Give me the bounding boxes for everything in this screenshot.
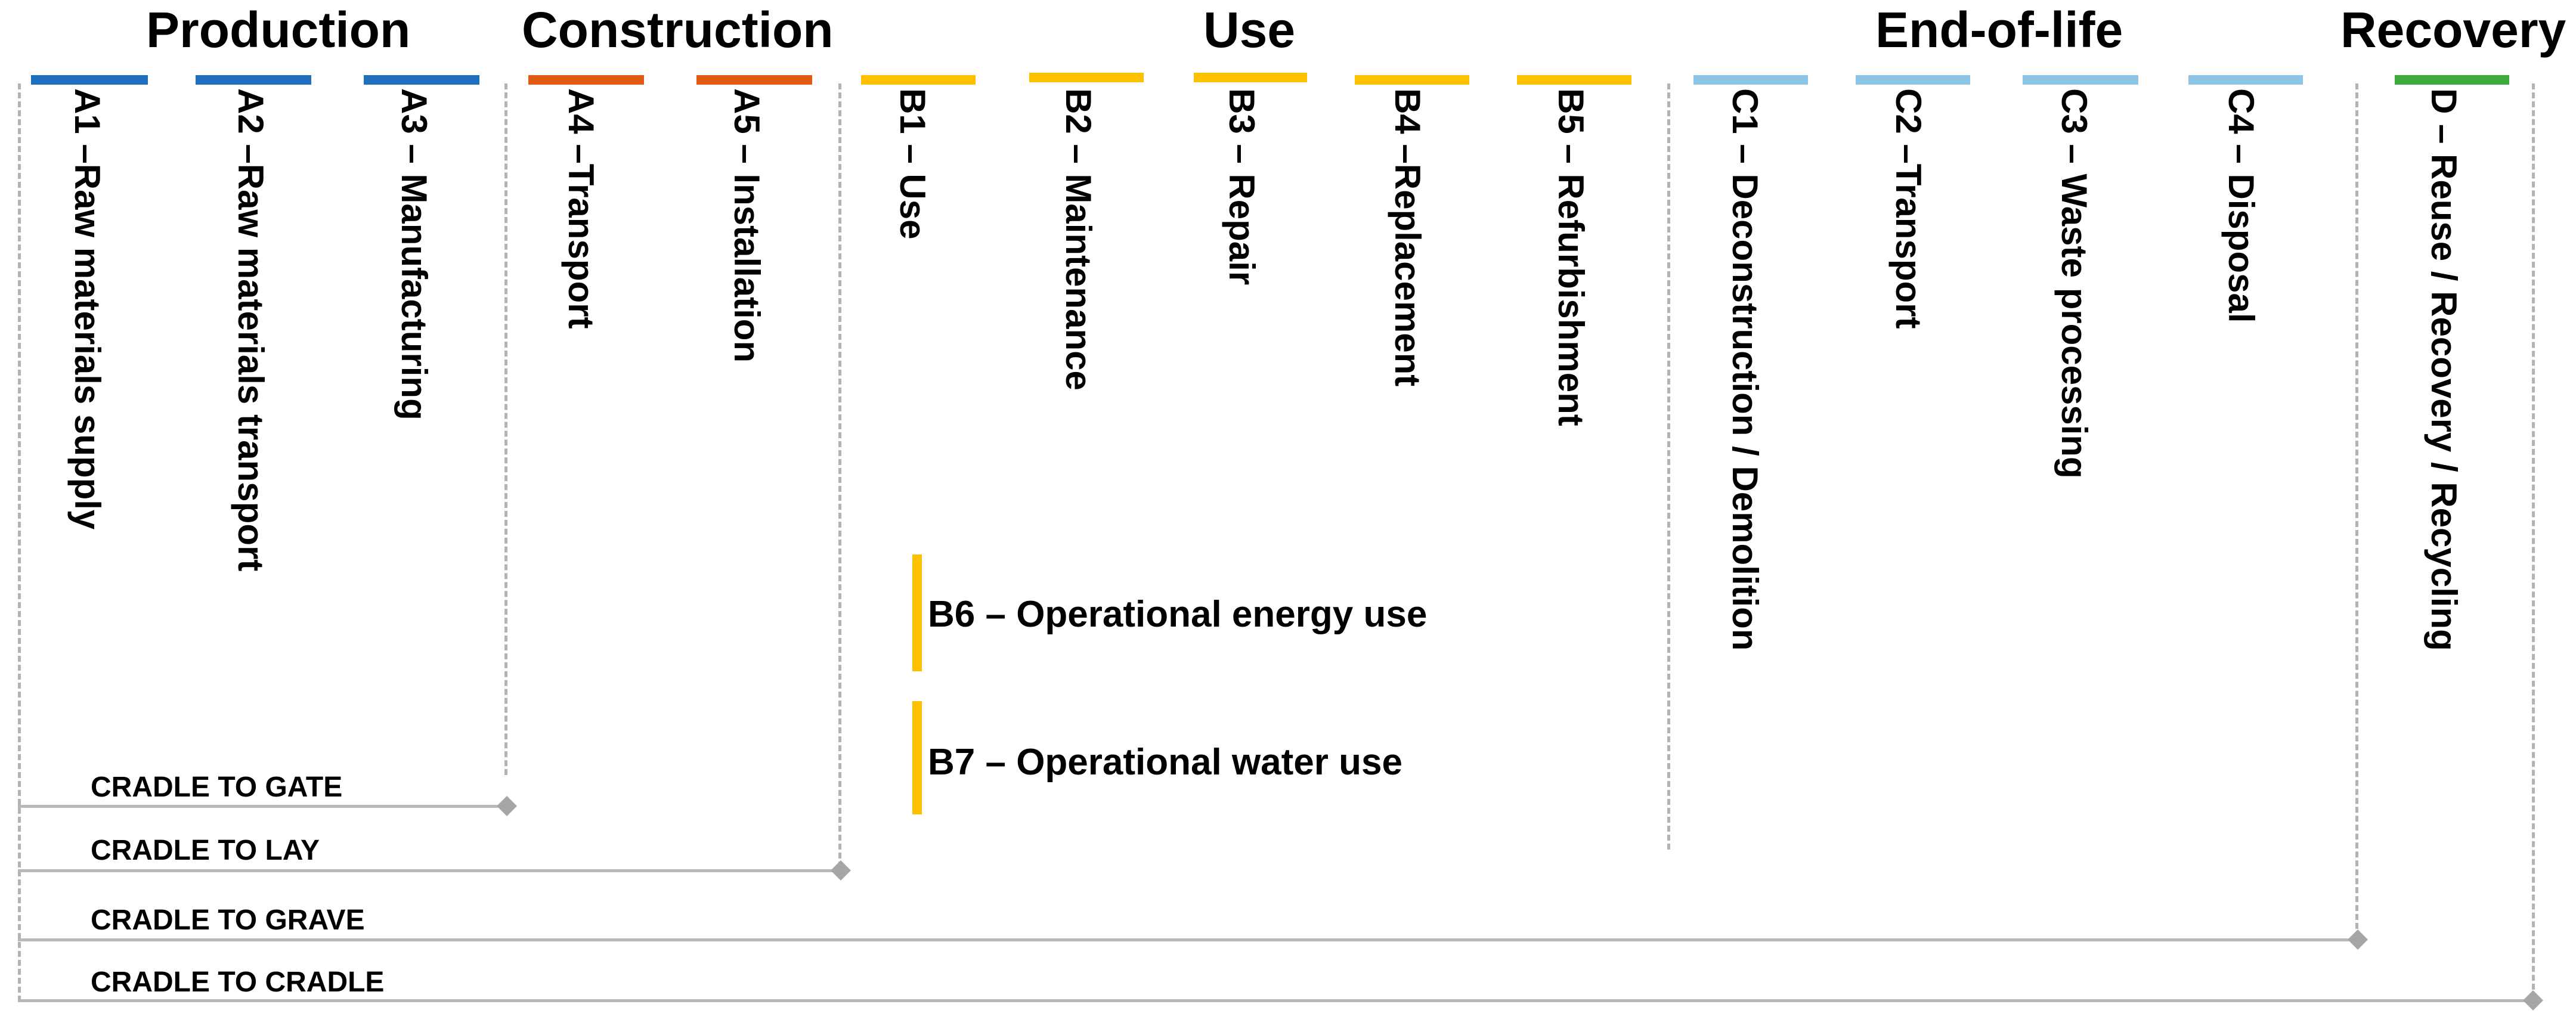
bar-a2 — [196, 75, 311, 85]
boundary-line-cradle — [2532, 83, 2535, 999]
scope-line-cradle-to-lay — [18, 869, 841, 872]
stage-title-recovery: Recovery — [2340, 2, 2566, 58]
bar-c1 — [1693, 75, 1808, 85]
stage-title-construction: Construction — [522, 2, 834, 58]
scope-end-marker-cradle — [2523, 990, 2543, 1011]
boundary-line-gate — [504, 83, 507, 775]
stage-title-end-of-life: End-of-life — [1875, 2, 2123, 58]
scope-end-marker-lay — [831, 860, 851, 881]
scope-label-cradle-to-grave: CRADLE TO GRAVE — [91, 904, 365, 936]
module-a3-label: A3 – Manufacturing — [394, 88, 434, 420]
module-b5-label: B5 – Refurbishment — [1551, 88, 1591, 426]
module-b6-label: B6 – Operational energy use — [928, 594, 1428, 635]
module-b7-label: B7 – Operational water use — [928, 742, 1402, 783]
module-b2-label: B2 – Maintenance — [1058, 88, 1098, 391]
bar-a5 — [696, 75, 812, 85]
module-a4-label: A4 –Transport — [561, 88, 601, 329]
bar-d — [2395, 75, 2509, 85]
scope-line-cradle-to-grave — [18, 938, 2358, 941]
boundary-line-start — [18, 83, 21, 1002]
boundary-line-use-end — [1667, 83, 1670, 850]
bar-a4 — [528, 75, 644, 85]
module-b3-label: B3 – Repair — [1222, 88, 1262, 286]
scope-label-cradle-to-gate: CRADLE TO GATE — [91, 771, 343, 803]
module-c1-label: C1 – Deconstruction / Demolition — [1725, 88, 1765, 651]
bar-a3 — [364, 75, 479, 85]
scope-end-marker-grave — [2348, 929, 2368, 950]
bar-c4 — [2188, 75, 2303, 85]
scope-end-marker-gate — [497, 796, 517, 816]
module-c3-label: C3 – Waste processing — [2054, 88, 2094, 479]
scope-line-cradle-to-cradle — [18, 999, 2532, 1002]
module-a1-label: A1 –Raw materials supply — [67, 88, 107, 530]
bar-a1 — [31, 75, 148, 85]
bar-b2 — [1029, 73, 1144, 82]
boundary-line-lay — [838, 83, 841, 867]
stage-title-use: Use — [1203, 2, 1296, 58]
scope-label-cradle-to-cradle: CRADLE TO CRADLE — [91, 966, 385, 998]
bar-b1 — [861, 75, 976, 85]
module-a5-label: A5 – Installation — [727, 88, 767, 363]
module-b4-label: B4 –Replacement — [1388, 88, 1428, 387]
bar-b5 — [1517, 75, 1631, 85]
boundary-line-grave — [2355, 83, 2358, 938]
bar-c3 — [2023, 75, 2138, 85]
stage-title-production: Production — [146, 2, 411, 58]
bar-b7 — [912, 701, 922, 814]
bar-b6 — [912, 554, 922, 671]
module-d-label: D – Reuse / Recovery / Recycling — [2424, 88, 2464, 651]
module-b1-label: B1 – Use — [893, 88, 933, 240]
bar-b3 — [1194, 73, 1307, 82]
bar-c2 — [1856, 75, 1970, 85]
module-c4-label: C4 – Disposal — [2221, 88, 2261, 323]
bar-b4 — [1355, 75, 1469, 85]
module-a2-label: A2 –Raw materials transport — [231, 88, 271, 572]
module-c2-label: C2 –Transport — [1888, 88, 1928, 329]
scope-label-cradle-to-lay: CRADLE TO LAY — [91, 835, 320, 866]
scope-line-cradle-to-gate — [18, 805, 507, 808]
